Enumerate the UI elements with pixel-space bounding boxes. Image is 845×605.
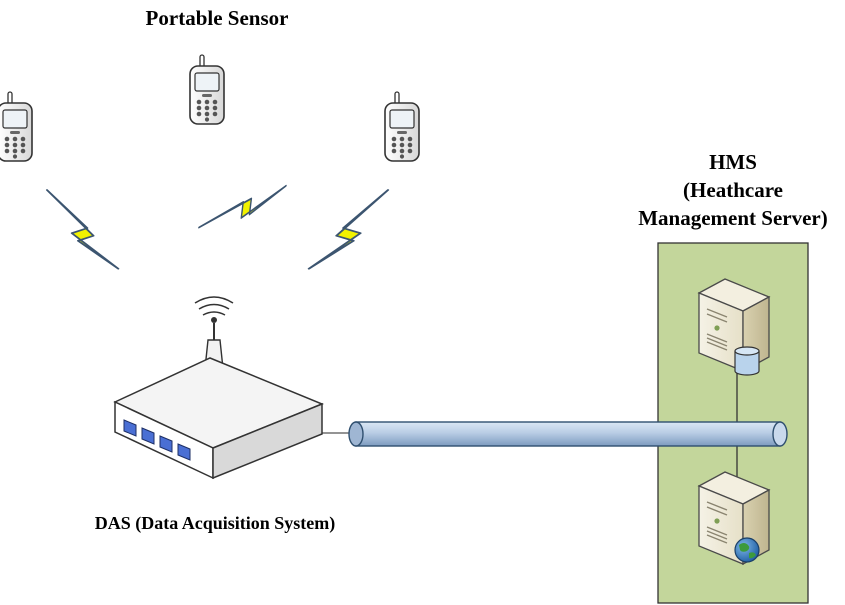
web-server-icon bbox=[698, 471, 770, 565]
das-label: DAS (Data Acquisition System) bbox=[94, 513, 336, 533]
hms-title-line: Management Server) bbox=[638, 206, 828, 230]
wireless-signal-lightning-icon bbox=[45, 188, 120, 270]
hms-title: HMS (Heathcare Management Server) bbox=[618, 148, 845, 232]
database-icon bbox=[734, 346, 760, 376]
portable-sensor-title: Portable Sensor bbox=[145, 6, 289, 30]
network-pipe bbox=[318, 421, 788, 447]
wireless-signal-lightning-icon bbox=[197, 160, 287, 253]
hms-title-line: (Heathcare bbox=[683, 178, 783, 202]
portable-sensor-phone-icon bbox=[0, 91, 33, 162]
wireless-signal-lightning-icon bbox=[307, 188, 390, 270]
globe-icon bbox=[734, 537, 760, 563]
portable-sensor-phone-icon bbox=[189, 54, 225, 125]
hms-title-line: HMS bbox=[709, 150, 757, 174]
portable-sensor-phone-icon bbox=[384, 91, 420, 162]
das-router-icon bbox=[113, 296, 324, 480]
database-server-icon bbox=[698, 278, 770, 376]
